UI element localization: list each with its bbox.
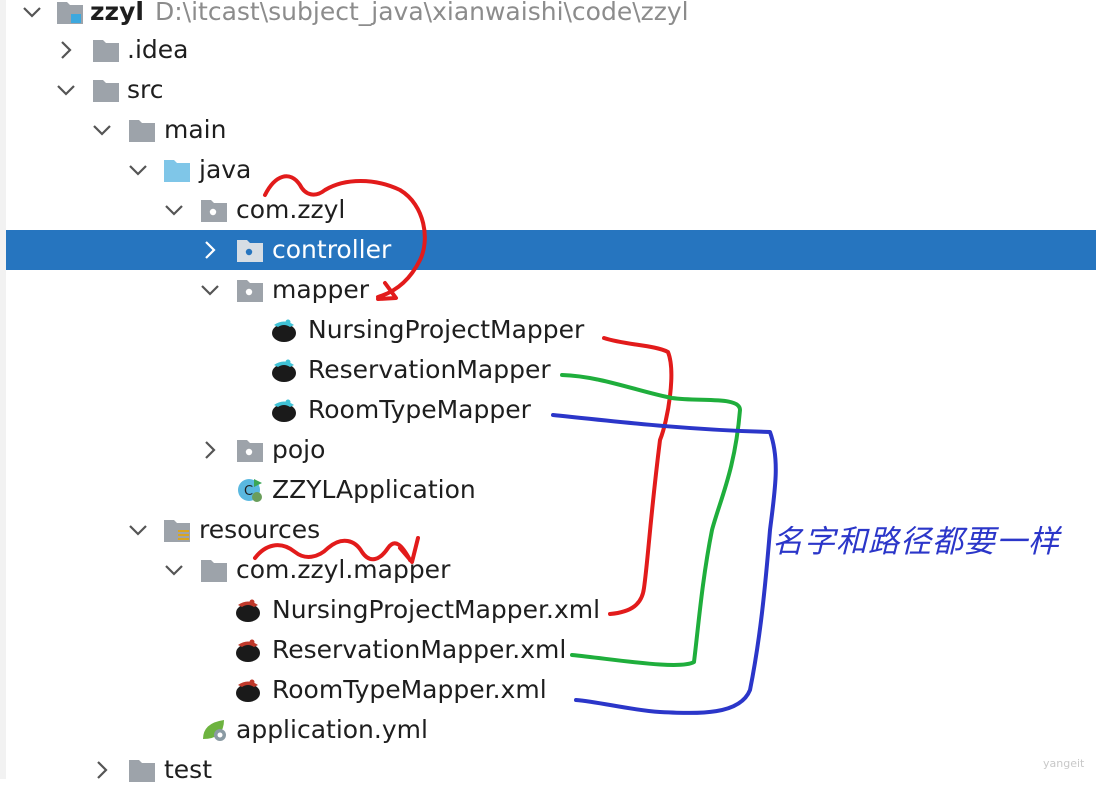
mybatis-xml-icon bbox=[236, 639, 260, 662]
package-icon bbox=[237, 440, 263, 462]
folder-icon bbox=[129, 760, 155, 782]
tree-label-resources: resources bbox=[199, 515, 321, 544]
tree-gutter bbox=[0, 0, 6, 779]
spring-boot-class-icon: C bbox=[238, 479, 262, 502]
mybatis-mapper-icon bbox=[272, 399, 296, 422]
package-icon bbox=[237, 240, 263, 262]
spring-config-icon bbox=[203, 720, 226, 741]
tree-label-roomtype-mapper: RoomTypeMapper bbox=[308, 395, 531, 424]
package-icon bbox=[201, 200, 227, 222]
tree-row-main[interactable]: main bbox=[0, 110, 1096, 150]
tree-label-main: main bbox=[164, 115, 227, 144]
mybatis-xml-icon bbox=[236, 679, 260, 702]
tree-row-resource-package[interactable]: com.zzyl.mapper bbox=[0, 550, 1096, 590]
chevron-down-icon[interactable] bbox=[162, 550, 186, 590]
project-name: zzyl bbox=[90, 0, 144, 26]
tree-row-pojo[interactable]: pojo bbox=[0, 430, 1096, 470]
tree-label-nursing-mapper: NursingProjectMapper bbox=[308, 315, 585, 344]
red-link-nursing bbox=[602, 336, 674, 616]
tree-row-application-class[interactable]: C ZZYLApplication bbox=[0, 470, 1096, 510]
project-path: D:\itcast\subject_java\xianwaishi\code\z… bbox=[155, 0, 689, 26]
tree-row-application-yml[interactable]: application.yml bbox=[0, 710, 1096, 750]
chevron-right-icon[interactable] bbox=[90, 750, 114, 790]
svg-text:C: C bbox=[244, 484, 253, 499]
chevron-down-icon[interactable] bbox=[126, 150, 150, 190]
chevron-down-icon[interactable] bbox=[54, 70, 78, 110]
folder-icon bbox=[129, 120, 155, 142]
blue-link-roomtype bbox=[551, 413, 778, 715]
tree-label-idea: .idea bbox=[127, 35, 189, 64]
tree-label-application-class: ZZYLApplication bbox=[272, 475, 476, 504]
module-folder-icon bbox=[57, 2, 83, 24]
tree-row-resources[interactable]: resources bbox=[0, 510, 1096, 550]
tree-label-mapper: mapper bbox=[272, 275, 370, 304]
tree-row-project-root[interactable]: zzyl D:\itcast\subject_java\xianwaishi\c… bbox=[0, 0, 1096, 32]
resources-folder-icon bbox=[164, 520, 190, 542]
annotation-note: 名字和路径都要一样 bbox=[772, 524, 1060, 560]
chevron-down-icon[interactable] bbox=[126, 510, 150, 550]
tree-row-java[interactable]: java bbox=[0, 150, 1096, 190]
tree-label-reservation-xml: ReservationMapper.xml bbox=[272, 635, 567, 664]
tree-row-nursing-xml[interactable]: NursingProjectMapper.xml bbox=[0, 590, 1096, 630]
source-folder-icon bbox=[164, 160, 190, 182]
tree-row-nursing-mapper[interactable]: NursingProjectMapper bbox=[0, 310, 1096, 350]
tree-row-roomtype-xml[interactable]: RoomTypeMapper.xml bbox=[0, 670, 1096, 710]
chevron-down-icon[interactable] bbox=[90, 110, 114, 150]
tree-row-controller[interactable]: controller bbox=[6, 230, 1096, 270]
chevron-down-icon[interactable] bbox=[20, 0, 44, 32]
mybatis-mapper-icon bbox=[272, 359, 296, 382]
chevron-right-icon[interactable] bbox=[54, 30, 78, 70]
tree-label-src: src bbox=[127, 75, 164, 104]
tree-label-controller: controller bbox=[272, 235, 392, 264]
folder-icon bbox=[93, 80, 119, 102]
mybatis-mapper-icon bbox=[272, 319, 296, 342]
tree-label-java: java bbox=[199, 155, 252, 184]
green-link-reservation bbox=[560, 373, 742, 667]
package-icon bbox=[237, 280, 263, 302]
tree-label-roomtype-xml: RoomTypeMapper.xml bbox=[272, 675, 547, 704]
red-squiggle-arrow-java bbox=[263, 174, 427, 301]
tree-row-idea[interactable]: .idea bbox=[0, 30, 1096, 70]
folder-icon bbox=[201, 560, 227, 582]
tree-label-nursing-xml: NursingProjectMapper.xml bbox=[272, 595, 601, 624]
tree-row-mapper[interactable]: mapper bbox=[0, 270, 1096, 310]
tree-label-resource-package: com.zzyl.mapper bbox=[236, 555, 451, 584]
tree-row-reservation-mapper[interactable]: ReservationMapper bbox=[0, 350, 1096, 390]
tree-row-reservation-xml[interactable]: ReservationMapper.xml bbox=[0, 630, 1096, 670]
chevron-right-icon[interactable] bbox=[198, 230, 222, 270]
tree-row-com-zzyl[interactable]: com.zzyl bbox=[0, 190, 1096, 230]
red-squiggle-arrow-resources bbox=[253, 536, 420, 564]
folder-icon bbox=[93, 40, 119, 62]
tree-label-reservation-mapper: ReservationMapper bbox=[308, 355, 551, 384]
mybatis-xml-icon bbox=[236, 599, 260, 622]
chevron-right-icon[interactable] bbox=[198, 430, 222, 470]
tree-label-com-zzyl: com.zzyl bbox=[236, 195, 346, 224]
chevron-down-icon[interactable] bbox=[198, 270, 222, 310]
watermark: yangeit bbox=[1043, 757, 1085, 770]
tree-label-pojo: pojo bbox=[272, 435, 326, 464]
chevron-down-icon[interactable] bbox=[162, 190, 186, 230]
tree-row-roomtype-mapper[interactable]: RoomTypeMapper bbox=[0, 390, 1096, 430]
tree-label-application-yml: application.yml bbox=[236, 715, 428, 744]
tree-row-src[interactable]: src bbox=[0, 70, 1096, 110]
